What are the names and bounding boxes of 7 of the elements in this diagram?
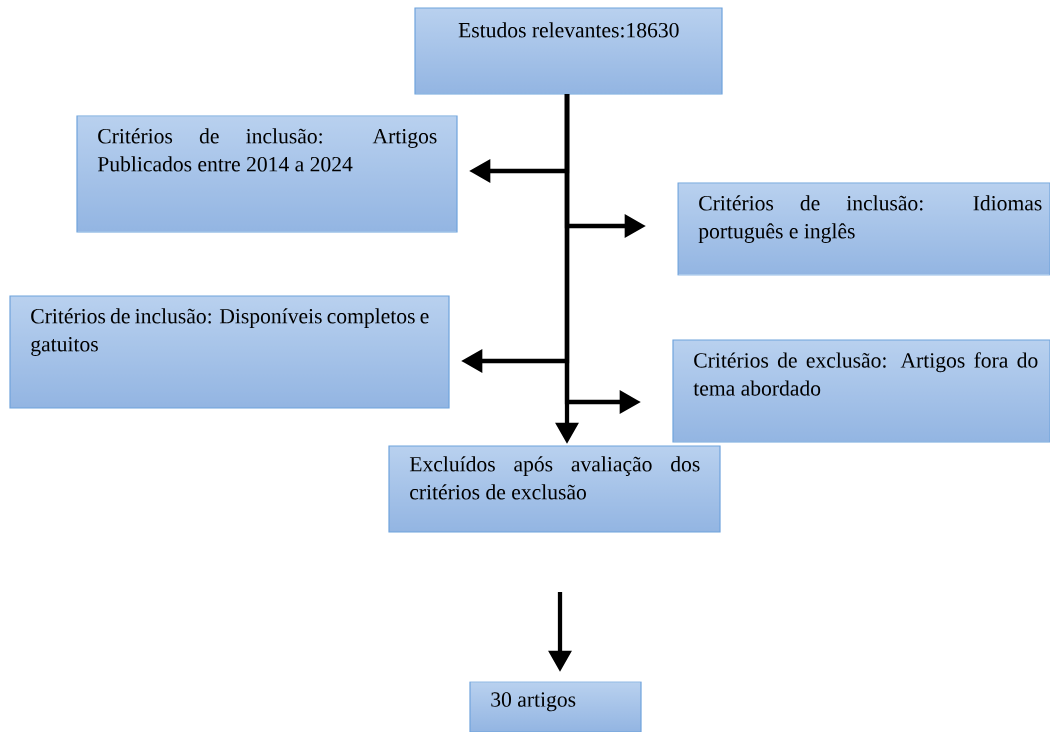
- process-box: Estudos relevantes:18630: [414, 7, 723, 95]
- process-box: Critérios de inclusão: Artigos Publicados entre 2014 a 2024: [76, 115, 458, 233]
- process-box: 30 artigos: [469, 681, 642, 732]
- process-box: Critérios de exclusão: Artigos fora do tema abordado: [672, 339, 1050, 443]
- process-box: Excluídos após avaliação dos critérios de exclusão: [388, 445, 721, 533]
- process-box: Critérios de inclusão: Idiomas português e inglês: [677, 182, 1050, 276]
- process-box: Critérios de inclusão: Disponíveis completos e gatuitos: [9, 295, 450, 409]
